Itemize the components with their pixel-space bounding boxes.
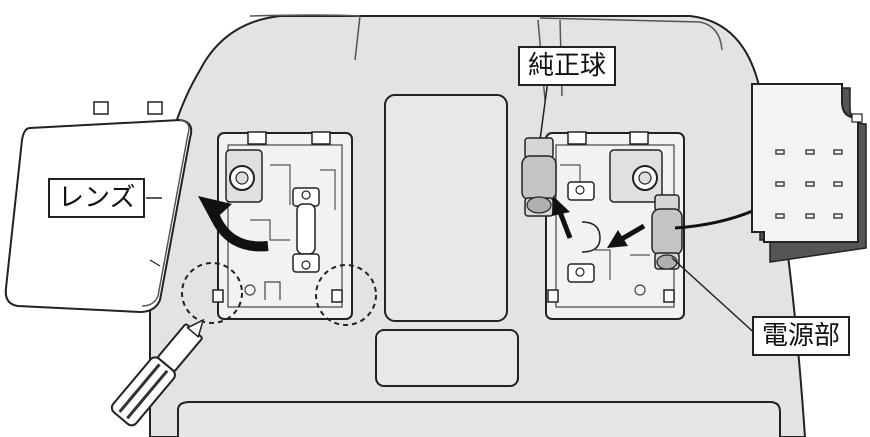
right-switch-knob-icon	[610, 150, 662, 202]
oem-bulb-label: 純正球	[518, 46, 616, 86]
left-festoon-bulb-icon	[293, 188, 319, 272]
left-lamp-bay	[213, 132, 352, 319]
power-unit-label: 電源部	[752, 316, 850, 356]
left-switch-knob-icon	[226, 150, 262, 202]
power-module-board	[752, 84, 866, 262]
lens-label: レンズ	[48, 178, 145, 218]
